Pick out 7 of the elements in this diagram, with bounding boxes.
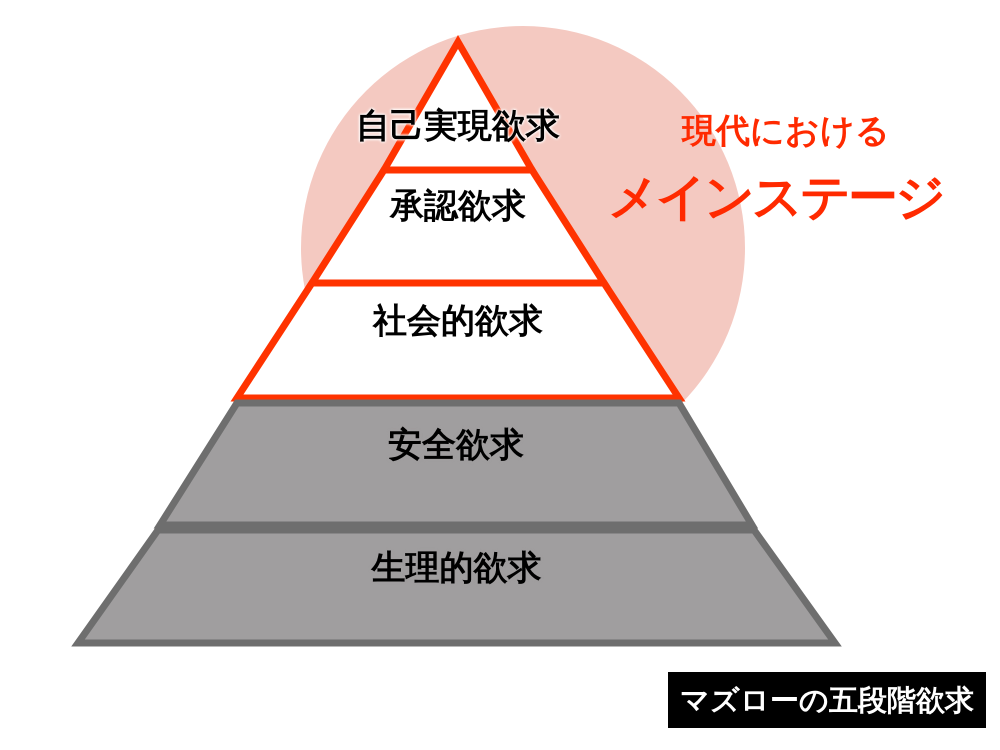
tier-label: 生理的欲求 xyxy=(372,548,542,588)
tier-label: 社会的欲求 xyxy=(373,301,543,341)
callout-subheading: 現代における xyxy=(682,110,890,153)
tier-label: 安全欲求 xyxy=(388,425,524,465)
tier-label: 承認欲求 xyxy=(390,186,526,226)
caption-label: マズローの五段階欲求 xyxy=(668,672,986,728)
callout-heading: メインステージ xyxy=(608,167,943,228)
